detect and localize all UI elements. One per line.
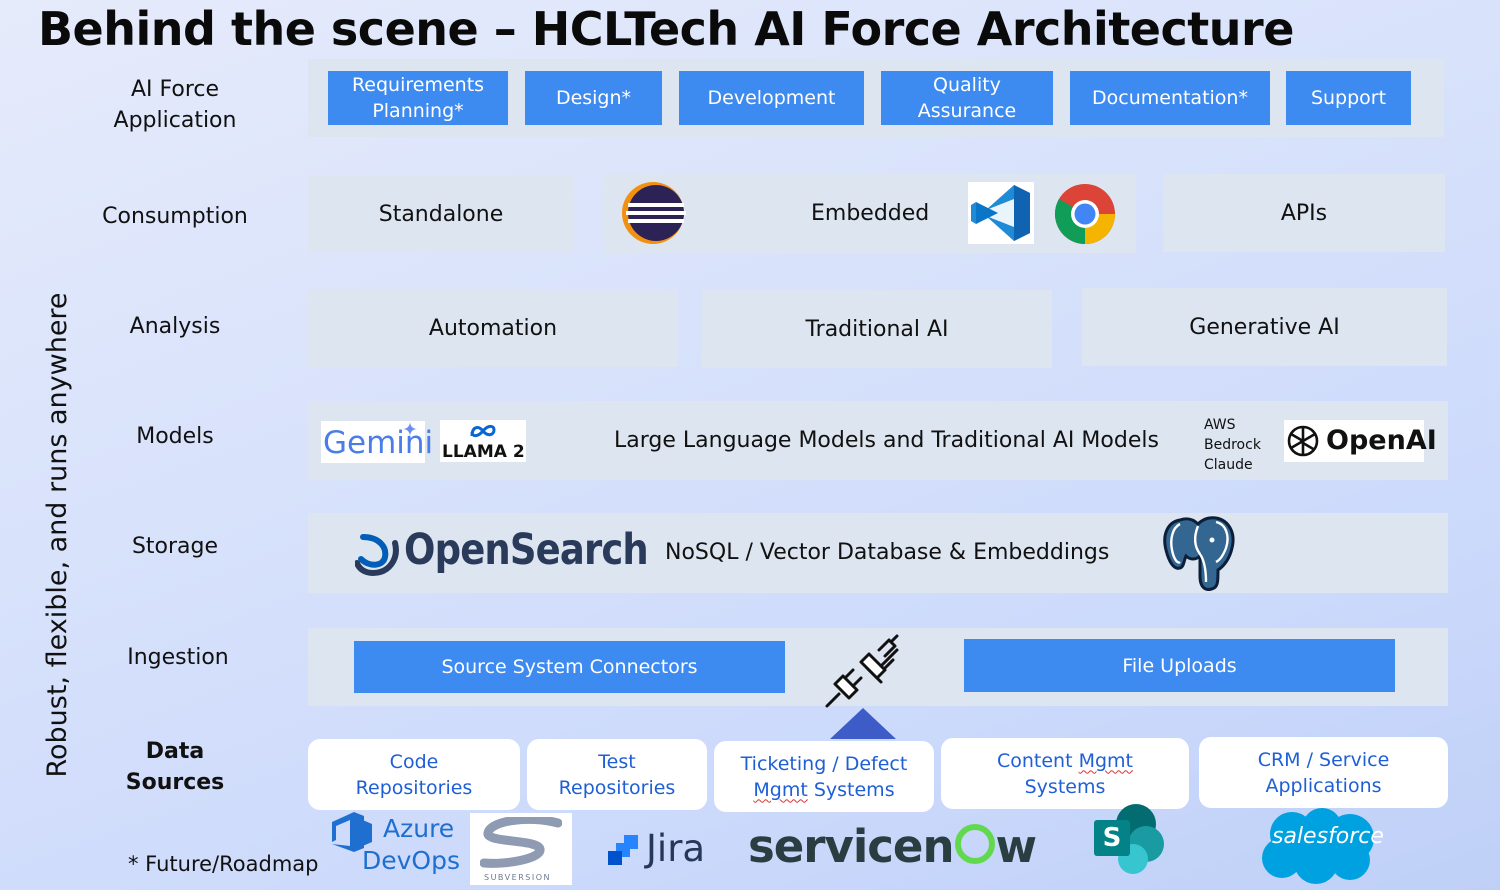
analysis-automation: Automation xyxy=(308,289,678,367)
analysis-traditional-ai: Traditional AI xyxy=(702,290,1052,368)
app-documentation[interactable]: Documentation* xyxy=(1070,71,1270,125)
app-development[interactable]: Development xyxy=(679,71,864,125)
opensearch-logo-text: OpenSearch xyxy=(404,525,649,575)
row-label-models: Models xyxy=(136,424,214,449)
row-label-ingestion: Ingestion xyxy=(127,645,229,670)
postgresql-elephant-icon xyxy=(1163,516,1235,591)
jira-logo-text: Jira xyxy=(646,827,706,870)
app-support[interactable]: Support xyxy=(1286,71,1411,125)
app-design[interactable]: Design* xyxy=(525,71,662,125)
row-label-analysis: Analysis xyxy=(129,314,221,339)
row-label-consumption: Consumption xyxy=(102,204,248,229)
ingestion-source-connectors[interactable]: Source System Connectors xyxy=(354,641,785,693)
row-label-data-sources: Data Sources xyxy=(125,739,225,795)
row-label-storage: Storage xyxy=(131,534,219,559)
meta-icon xyxy=(470,424,496,438)
azure-devops-logo-text: Azure DevOps xyxy=(362,814,460,875)
footnote: * Future/Roadmap xyxy=(128,852,319,876)
subversion-logo: SUBVERSION xyxy=(470,813,572,885)
models-description: Large Language Models and Traditional AI… xyxy=(614,428,1159,453)
row-label-application: AI Force Application xyxy=(113,77,237,133)
app-requirements-planning[interactable]: Requirements Planning* xyxy=(328,71,508,125)
vscode-icon xyxy=(968,182,1034,244)
ingestion-file-uploads[interactable]: File Uploads xyxy=(964,639,1395,692)
aws-bedrock-label: AWS Bedrock Claude xyxy=(1204,417,1261,473)
app-quality-assurance[interactable]: Quality Assurance xyxy=(881,71,1053,125)
gemini-sparkle-icon xyxy=(403,422,417,436)
llama-logo: LLAMA 2 xyxy=(440,420,526,462)
analysis-generative-ai: Generative AI xyxy=(1082,288,1447,366)
sharepoint-logo: S xyxy=(1094,804,1170,878)
consumption-standalone: Standalone xyxy=(308,176,574,252)
chrome-icon xyxy=(1054,184,1115,245)
openai-logo: OpenAI xyxy=(1284,420,1437,462)
up-arrow-triangle-icon xyxy=(830,708,896,739)
subversion-icon xyxy=(480,817,562,868)
jira-icon xyxy=(608,835,638,865)
salesforce-cloud-icon xyxy=(1262,808,1374,884)
servicenow-o-icon xyxy=(954,824,995,864)
page-title: Behind the scene – HCLTech AI Force Arch… xyxy=(38,2,1294,56)
eclipse-icon xyxy=(622,182,686,244)
azure-devops-icon xyxy=(332,812,372,852)
storage-description: NoSQL / Vector Database & Embeddings xyxy=(665,540,1110,565)
salesforce-logo-text: salesforce xyxy=(1272,824,1384,849)
gemini-logo: Gemini xyxy=(321,421,433,463)
openai-icon xyxy=(1287,425,1319,457)
opensearch-icon xyxy=(355,534,399,577)
consumption-apis: APIs xyxy=(1163,174,1445,252)
storage-band xyxy=(308,513,1448,593)
plug-connector-icon xyxy=(825,634,899,708)
consumption-embedded-label: Embedded xyxy=(811,201,930,226)
consumption-embedded-box xyxy=(603,174,1136,253)
